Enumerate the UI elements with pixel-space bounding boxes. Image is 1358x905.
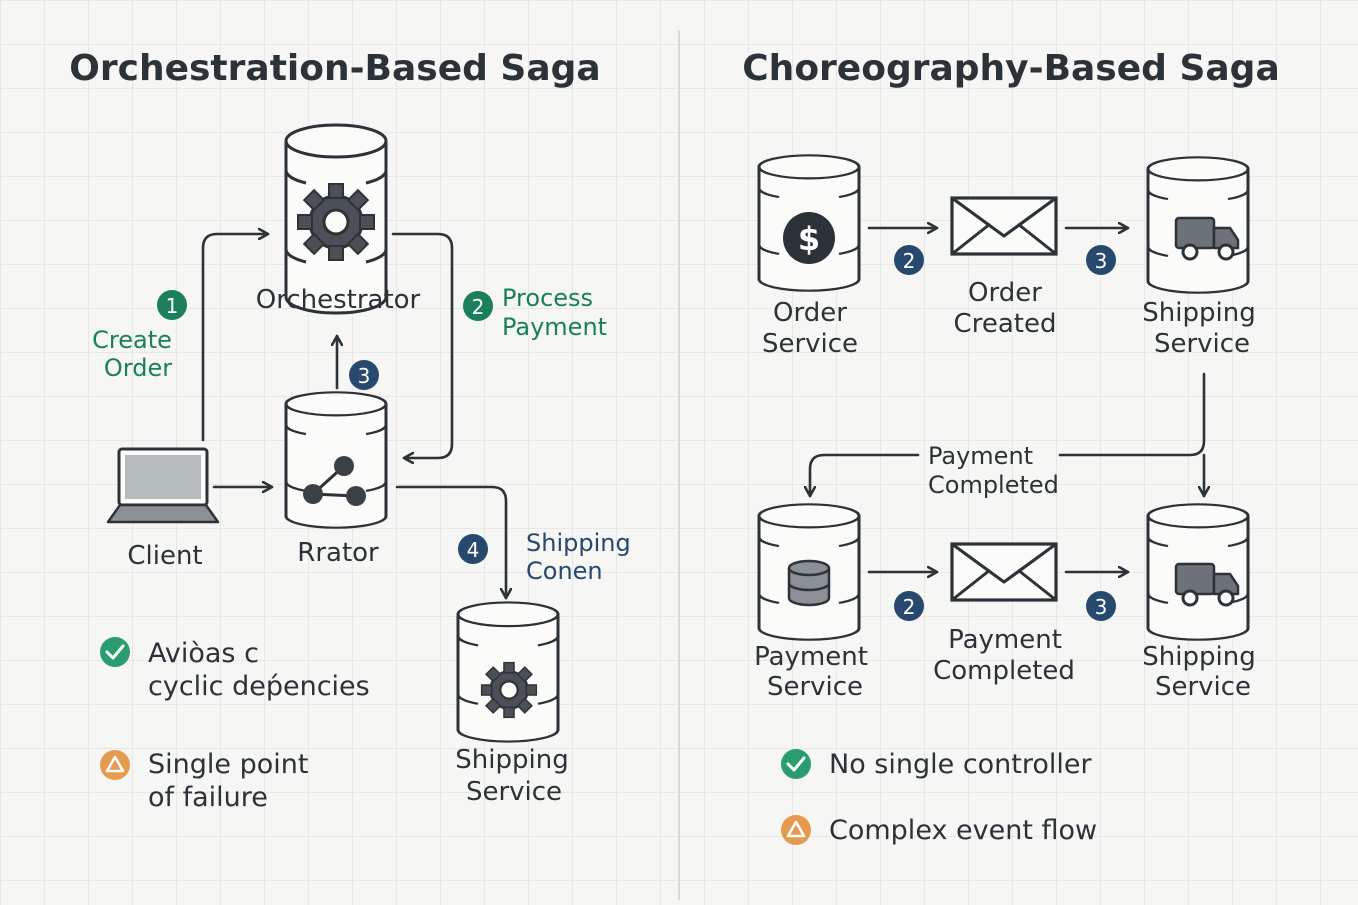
payment-service-node[interactable]: [757, 502, 861, 642]
left-con-line-1: Single point: [148, 749, 308, 780]
shipping-service-bottom-node[interactable]: [1146, 502, 1250, 642]
svg-text:$: $: [798, 220, 820, 258]
order-created-label-1: Order: [968, 278, 1042, 308]
svg-text:3: 3: [1095, 595, 1108, 619]
step-2-badge: 2: [463, 291, 493, 321]
badge-2-top: 2: [894, 245, 924, 275]
svg-text:2: 2: [903, 595, 916, 619]
envelope-icon[interactable]: [950, 196, 1058, 256]
step-4-label-2: Conen: [526, 557, 603, 585]
arrow-event-to-payment-service: [810, 453, 920, 498]
shipping-service-label-1: Shipping: [455, 745, 568, 775]
share-nodes-icon: [303, 456, 366, 506]
right-title: Choreography-Based Saga: [742, 48, 1279, 89]
step-2-label-1: Process: [502, 284, 593, 312]
svg-text:2: 2: [903, 249, 916, 273]
arrow-client-to-orchestrator: [201, 234, 270, 442]
shipping-bottom-label-2: Service: [1155, 672, 1251, 702]
left-con-line-2: of failure: [148, 782, 268, 813]
order-service-node[interactable]: $: [757, 153, 861, 293]
right-con: Complex event flow: [829, 815, 1097, 846]
payment-event-label-1: Payment: [928, 442, 1033, 470]
svg-text:2: 2: [472, 295, 485, 319]
svg-text:3: 3: [358, 364, 371, 388]
step-1-label-2: Order: [104, 354, 172, 382]
step-3-badge: 3: [349, 360, 379, 390]
payment-completed-label-2: Completed: [933, 656, 1075, 686]
payment-completed-label-1: Payment: [948, 625, 1062, 655]
envelope-icon[interactable]: [950, 542, 1058, 602]
laptop-icon[interactable]: [106, 447, 220, 524]
badge-3-bottom: 3: [1086, 591, 1116, 621]
badge-2-bottom: 2: [894, 591, 924, 621]
step-1-label-1: Create: [92, 326, 172, 354]
svg-text:3: 3: [1095, 249, 1108, 273]
order-created-label-2: Created: [954, 309, 1057, 339]
check-icon: [100, 637, 130, 667]
arrow-rrator-to-shipping: [395, 485, 506, 600]
shipping-top-label-1: Shipping: [1142, 298, 1255, 328]
shipping-top-label-2: Service: [1154, 329, 1250, 359]
gear-icon: [296, 182, 376, 262]
step-2-label-2: Payment: [502, 313, 607, 341]
right-pro: No single controller: [829, 749, 1093, 780]
shipping-bottom-label-1: Shipping: [1142, 642, 1255, 672]
payment-service-label-2: Service: [767, 672, 863, 702]
order-service-label-2: Service: [762, 329, 858, 359]
svg-text:1: 1: [166, 294, 179, 318]
dollar-icon: $: [783, 212, 835, 264]
step-4-badge: 4: [458, 534, 488, 564]
order-service-label-1: Order: [773, 298, 847, 328]
payment-event-label-2: Completed: [928, 471, 1059, 499]
warning-icon: [781, 815, 811, 845]
client-label: Client: [127, 541, 202, 571]
payment-service-label-1: Payment: [754, 642, 868, 672]
arrow-orchestrator-to-rrator: [391, 232, 454, 458]
step-4-label-1: Shipping: [526, 529, 631, 557]
check-icon: [781, 749, 811, 779]
left-pro-line-2: cyclic deṕencies: [148, 671, 370, 702]
orchestrator-label: Orchestrator: [256, 285, 421, 315]
rrator-label: Rrator: [297, 538, 379, 568]
step-1-badge: 1: [157, 290, 187, 320]
left-title: Orchestration-Based Saga: [69, 48, 600, 89]
arrow-shipping-to-payment-event: [1058, 372, 1206, 457]
svg-text:4: 4: [467, 538, 480, 562]
left-pro-line-1: Aviòas c: [148, 638, 259, 669]
shipping-service-node[interactable]: [456, 600, 560, 744]
rrator-node[interactable]: [284, 390, 388, 530]
warning-icon: [100, 750, 130, 780]
gear-icon: [480, 661, 538, 719]
shipping-service-top-node[interactable]: [1146, 155, 1250, 295]
shipping-service-label-2: Service: [466, 777, 562, 807]
badge-3-top: 3: [1086, 245, 1116, 275]
database-icon: [787, 559, 831, 607]
